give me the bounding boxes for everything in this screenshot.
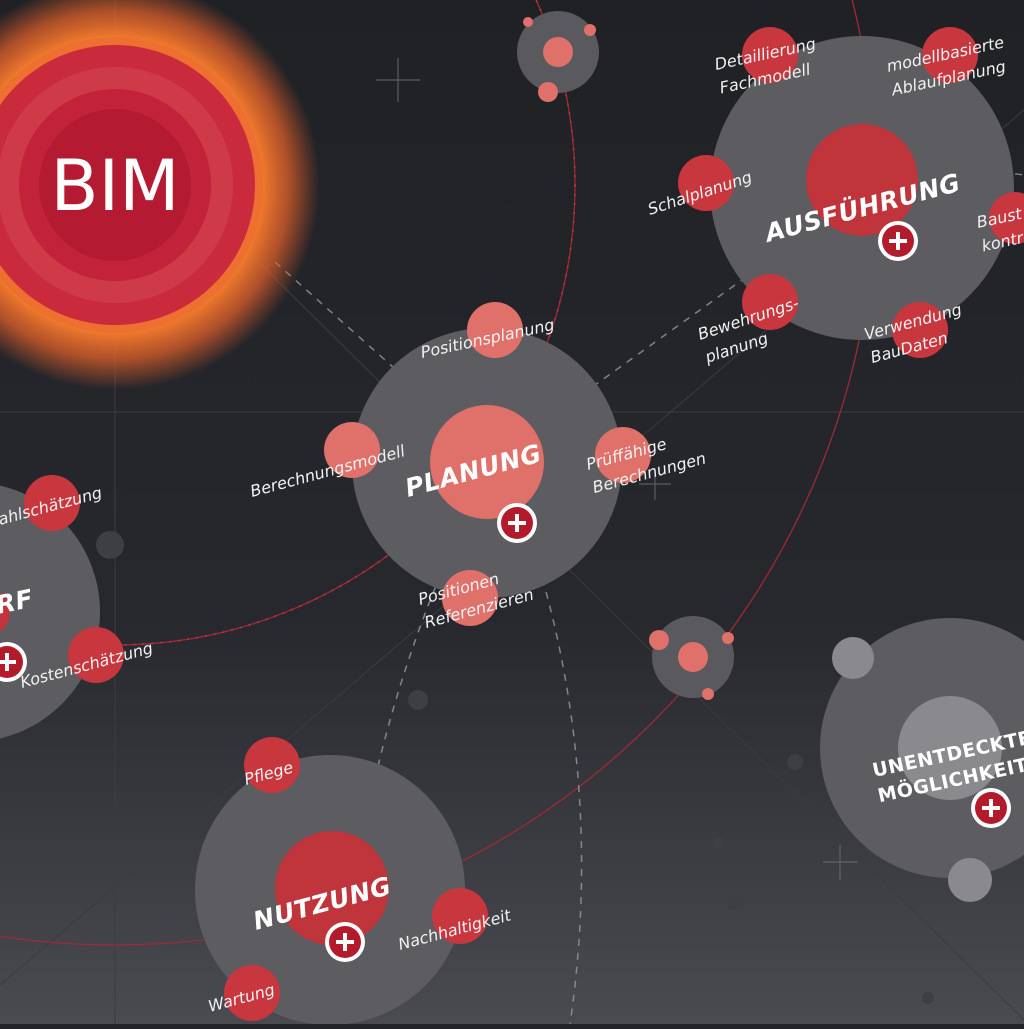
unentdeckt-plus-button[interactable] [971, 788, 1011, 828]
sun-core [39, 109, 191, 261]
entwurf-halo [0, 485, 100, 739]
satellite-pflege[interactable]: Pflege [242, 737, 300, 793]
orbit-dots [0, 0, 576, 646]
nutzung-plus-button[interactable] [325, 922, 365, 962]
planet-unentdeckte-moeglichkeiten: UNENTDECKTE MÖGLICHKEITE [820, 618, 1024, 902]
unentdeckt-core [898, 696, 1002, 800]
planung-core [430, 405, 544, 519]
unentdeckt-moon-2 [948, 858, 992, 902]
entwurf-core [0, 592, 10, 632]
sparkles [376, 58, 858, 880]
entwurf-plus-button[interactable] [0, 642, 27, 682]
nutzung-core [275, 831, 389, 945]
bim-label: BIM [50, 145, 179, 227]
planet-planung: Positionsplanung Berechnungsmodell Prüff… [248, 302, 708, 632]
unentdeckt-moon-1 [832, 637, 874, 679]
planung-plus-button[interactable] [497, 503, 537, 543]
moon-middle [649, 616, 734, 700]
planet-nutzung: Pflege Nachhaltigkeit Wartung NUTZUNG [195, 737, 514, 1025]
ausfuehrung-core [806, 124, 918, 236]
bim-sun[interactable]: BIM [0, 0, 320, 390]
ausfuehrung-plus-button[interactable] [878, 221, 918, 261]
moon-top [517, 11, 599, 102]
planet-entwurf: ahlschätzung Kostenschätzung RF [0, 475, 155, 739]
